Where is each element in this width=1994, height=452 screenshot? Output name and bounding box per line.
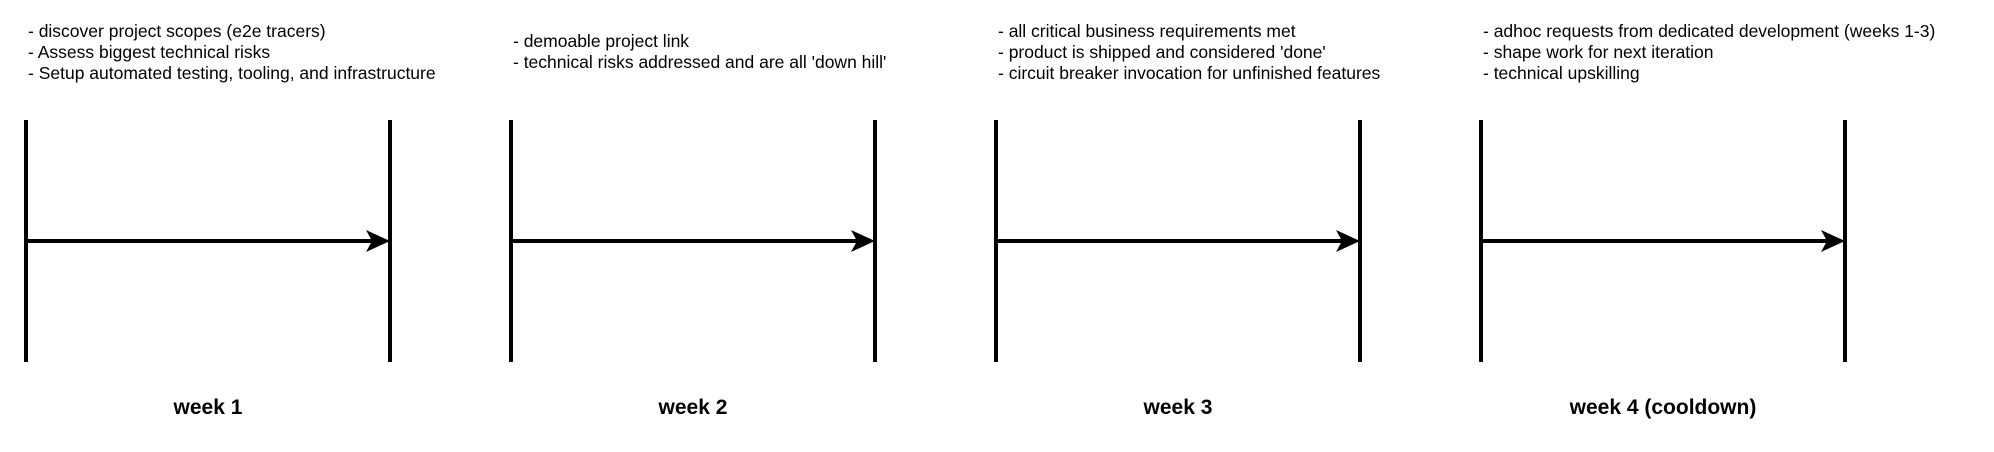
week-1-label: week 1 xyxy=(173,396,243,419)
note-item: - Assess biggest technical risks xyxy=(28,42,271,62)
week-4-notes: - adhoc requests from dedicated developm… xyxy=(1483,21,1935,84)
week-3-notes: - all critical business requirements met… xyxy=(998,21,1380,84)
note-item: - technical upskilling xyxy=(1483,63,1640,83)
note-item: - technical risks addressed and are all … xyxy=(513,52,887,72)
note-item: - discover project scopes (e2e tracers) xyxy=(28,21,326,41)
note-item: - shape work for next iteration xyxy=(1483,42,1714,62)
week-1-notes: - discover project scopes (e2e tracers) … xyxy=(28,21,436,84)
phase-week-1: - discover project scopes (e2e tracers) … xyxy=(0,0,480,452)
week-3-arrow xyxy=(996,230,1360,252)
week-2-arrow xyxy=(511,230,875,252)
week-1-arrow xyxy=(26,230,390,252)
week-4-label: week 4 (cooldown) xyxy=(1569,396,1757,419)
note-item: - adhoc requests from dedicated developm… xyxy=(1483,21,1936,41)
note-item: - all critical business requirements met xyxy=(998,21,1296,41)
note-item: - demoable project link xyxy=(513,31,690,51)
week-2-label: week 2 xyxy=(658,396,728,419)
note-item: - circuit breaker invocation for unfinis… xyxy=(998,63,1381,83)
week-2-notes: - demoable project link - technical risk… xyxy=(513,31,886,73)
week-4-arrow xyxy=(1481,230,1845,252)
note-item: - Setup automated testing, tooling, and … xyxy=(28,63,436,83)
note-item: - product is shipped and considered 'don… xyxy=(998,42,1326,62)
week-3-label: week 3 xyxy=(1143,396,1213,419)
